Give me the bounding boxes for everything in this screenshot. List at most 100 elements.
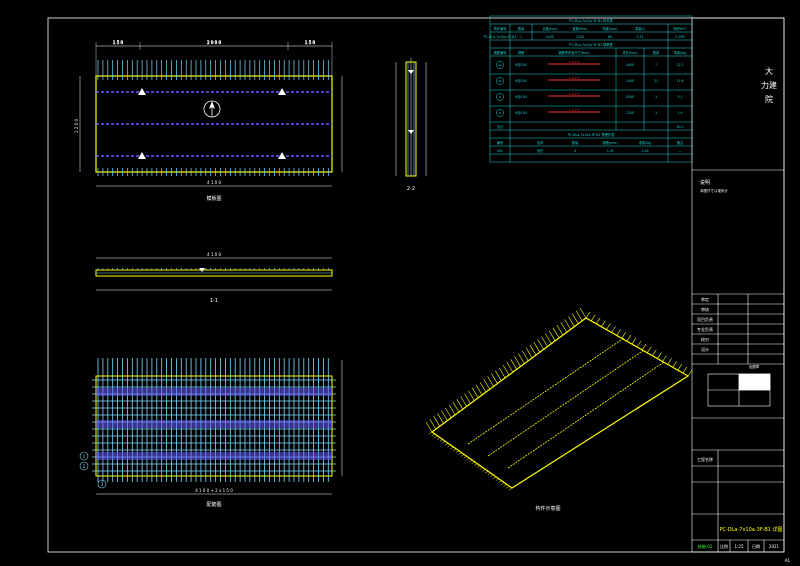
plan-dim-bottom: 4 1 0 0 — [207, 180, 221, 185]
iso-rebar-stub — [487, 376, 494, 387]
iso-rebar-stub — [595, 317, 601, 324]
plan-view-label: 模板图 — [206, 195, 221, 202]
rebar-total: 4400 — [626, 63, 634, 67]
rebar-spec: 8@200 — [515, 79, 526, 83]
svg-text:0.16: 0.16 — [641, 149, 648, 153]
isometric-view: 构件示意图 — [425, 307, 693, 512]
iso-rebar-stub — [552, 327, 560, 339]
iso-rebar-stub — [575, 310, 583, 322]
iso-rebar-stub — [556, 324, 564, 336]
iso-rebar-stub — [495, 370, 502, 381]
svg-text:编号: 编号 — [497, 140, 503, 145]
svg-text:宽度(mm): 宽度(mm) — [572, 26, 587, 31]
svg-text:1:25: 1:25 — [735, 544, 744, 549]
iso-rebar-stub — [464, 393, 471, 404]
rebar-total: 1200 — [626, 111, 634, 115]
svg-text:钢筋形状及尺寸(mm): 钢筋形状及尺寸(mm) — [558, 50, 589, 55]
title-block — [691, 17, 785, 553]
title-vertical-2: 力建 — [761, 80, 777, 90]
lifting-point-icon — [278, 88, 286, 95]
iso-rebar-stub — [646, 346, 652, 353]
project-label: 工程名称 — [697, 456, 713, 462]
svg-text:专业负责: 专业负责 — [697, 326, 713, 332]
iso-rebar-stub — [560, 322, 568, 333]
note-text: 本图尺寸以毫米计 — [700, 188, 728, 193]
iso-rebar-stub — [564, 319, 571, 330]
svg-text:合计: 合计 — [497, 124, 504, 129]
iso-rebar-stub — [521, 350, 529, 361]
table-title-1: PC-DLa-7x10a-3F-B1 构件表 — [569, 18, 613, 23]
rebar-weight: 11.6 — [676, 79, 683, 83]
iso-rebar-stub — [657, 352, 662, 359]
plan-dim-text: 2 0 0 0 — [207, 40, 221, 45]
rebar-count: 21 — [654, 79, 658, 83]
iso-rebar-stub — [621, 332, 626, 339]
svg-text:3: 3 — [101, 482, 104, 487]
svg-text:审定: 审定 — [701, 296, 709, 302]
table-text: PC-DLa-7x10a-3F-B1 构件表 构件编号 数量 长度(mm) 宽度… — [484, 18, 687, 153]
rebar-count: 3 — [655, 95, 657, 99]
section-11-label: 1-1 — [210, 298, 218, 304]
iso-rebar-stub — [672, 361, 677, 368]
svg-text:体积(m³): 体积(m³) — [673, 26, 686, 31]
iso-rebar-stub — [541, 336, 548, 347]
iso-rebar-stub — [568, 316, 575, 327]
iso-rebar-stub — [441, 410, 448, 421]
iso-rebar-stub — [479, 381, 487, 393]
svg-text:构件编号: 构件编号 — [494, 26, 507, 31]
plan-dim-text: 1 5 0 — [113, 40, 124, 45]
svg-text:4100: 4100 — [546, 35, 554, 39]
lifting-point-icon — [138, 88, 146, 95]
rebar-dim-bottom: 4 1 0 0 + 2 x 1 5 0 — [195, 488, 233, 493]
iso-rebar-stub — [687, 369, 693, 377]
rebar-count: 3 — [655, 111, 657, 115]
iso-rebar-stub — [475, 384, 483, 396]
svg-text:2021: 2021 — [769, 544, 780, 549]
iso-rebar-stub — [626, 335, 632, 342]
rebar-bubble: 1 — [79, 451, 89, 461]
svg-text:重量(kg): 重量(kg) — [639, 140, 652, 145]
iso-rebar-stub — [444, 407, 452, 418]
rebar-id: 1a — [498, 63, 502, 67]
svg-text:校对: 校对 — [701, 336, 709, 342]
iso-rebar-stub — [548, 330, 556, 341]
rebar-count: 7 — [655, 63, 657, 67]
svg-text:吊钉: 吊钉 — [537, 148, 544, 153]
rebar-id: 2 — [499, 95, 501, 99]
rebar-total: 4300 — [626, 95, 634, 99]
rebar-bubble: 2 — [79, 461, 89, 471]
iso-rebar-stub — [498, 367, 506, 379]
table-title-2: PC-DLa-7x10a-3F-B1 钢筋表 — [569, 42, 613, 47]
plan-dim-text: 1 5 0 — [305, 40, 316, 45]
svg-text:数量: 数量 — [653, 50, 660, 55]
svg-text:重量(kg): 重量(kg) — [674, 50, 687, 55]
svg-text:1.3t: 1.3t — [607, 149, 614, 153]
svg-text:名称: 名称 — [537, 140, 544, 145]
lifting-point-icon — [138, 152, 146, 159]
drawing-name: PC-DLa-7x10a-3F-B1 详图 — [719, 526, 782, 533]
svg-text:钢筋编号: 钢筋编号 — [494, 50, 507, 55]
iso-rebar-stub — [468, 390, 475, 401]
title-block-text: 大 力建 院 说明 本图尺寸以毫米计 审定 审核 项目负责 专业负责 校对 设计… — [697, 66, 790, 563]
rebar-bubble: 3 — [97, 479, 107, 489]
svg-text:数量: 数量 — [572, 140, 579, 145]
iso-rebar-stub — [652, 349, 657, 356]
iso-view-label: 构件示意图 — [535, 505, 560, 512]
rebar-shape-len: 1 2 0 0 — [569, 108, 580, 112]
svg-text:规格(mm): 规格(mm) — [602, 140, 617, 145]
svg-text:长度(mm): 长度(mm) — [542, 26, 557, 31]
seal-label: 出图章 — [749, 364, 760, 369]
rebar-weight: 12.2 — [676, 63, 683, 67]
svg-text:0.74: 0.74 — [636, 35, 643, 39]
section-22-label: 2-2 — [407, 186, 415, 192]
iso-rebar-stub — [452, 401, 460, 413]
svg-text:1: 1 — [83, 454, 86, 459]
iso-rebar-stub — [579, 307, 587, 319]
svg-text:审核: 审核 — [701, 306, 709, 312]
iso-rebar-stub — [506, 361, 514, 373]
svg-text:30.3: 30.3 — [676, 125, 683, 129]
lifting-point-icon — [278, 152, 286, 159]
iso-rebar-stub — [471, 387, 479, 398]
